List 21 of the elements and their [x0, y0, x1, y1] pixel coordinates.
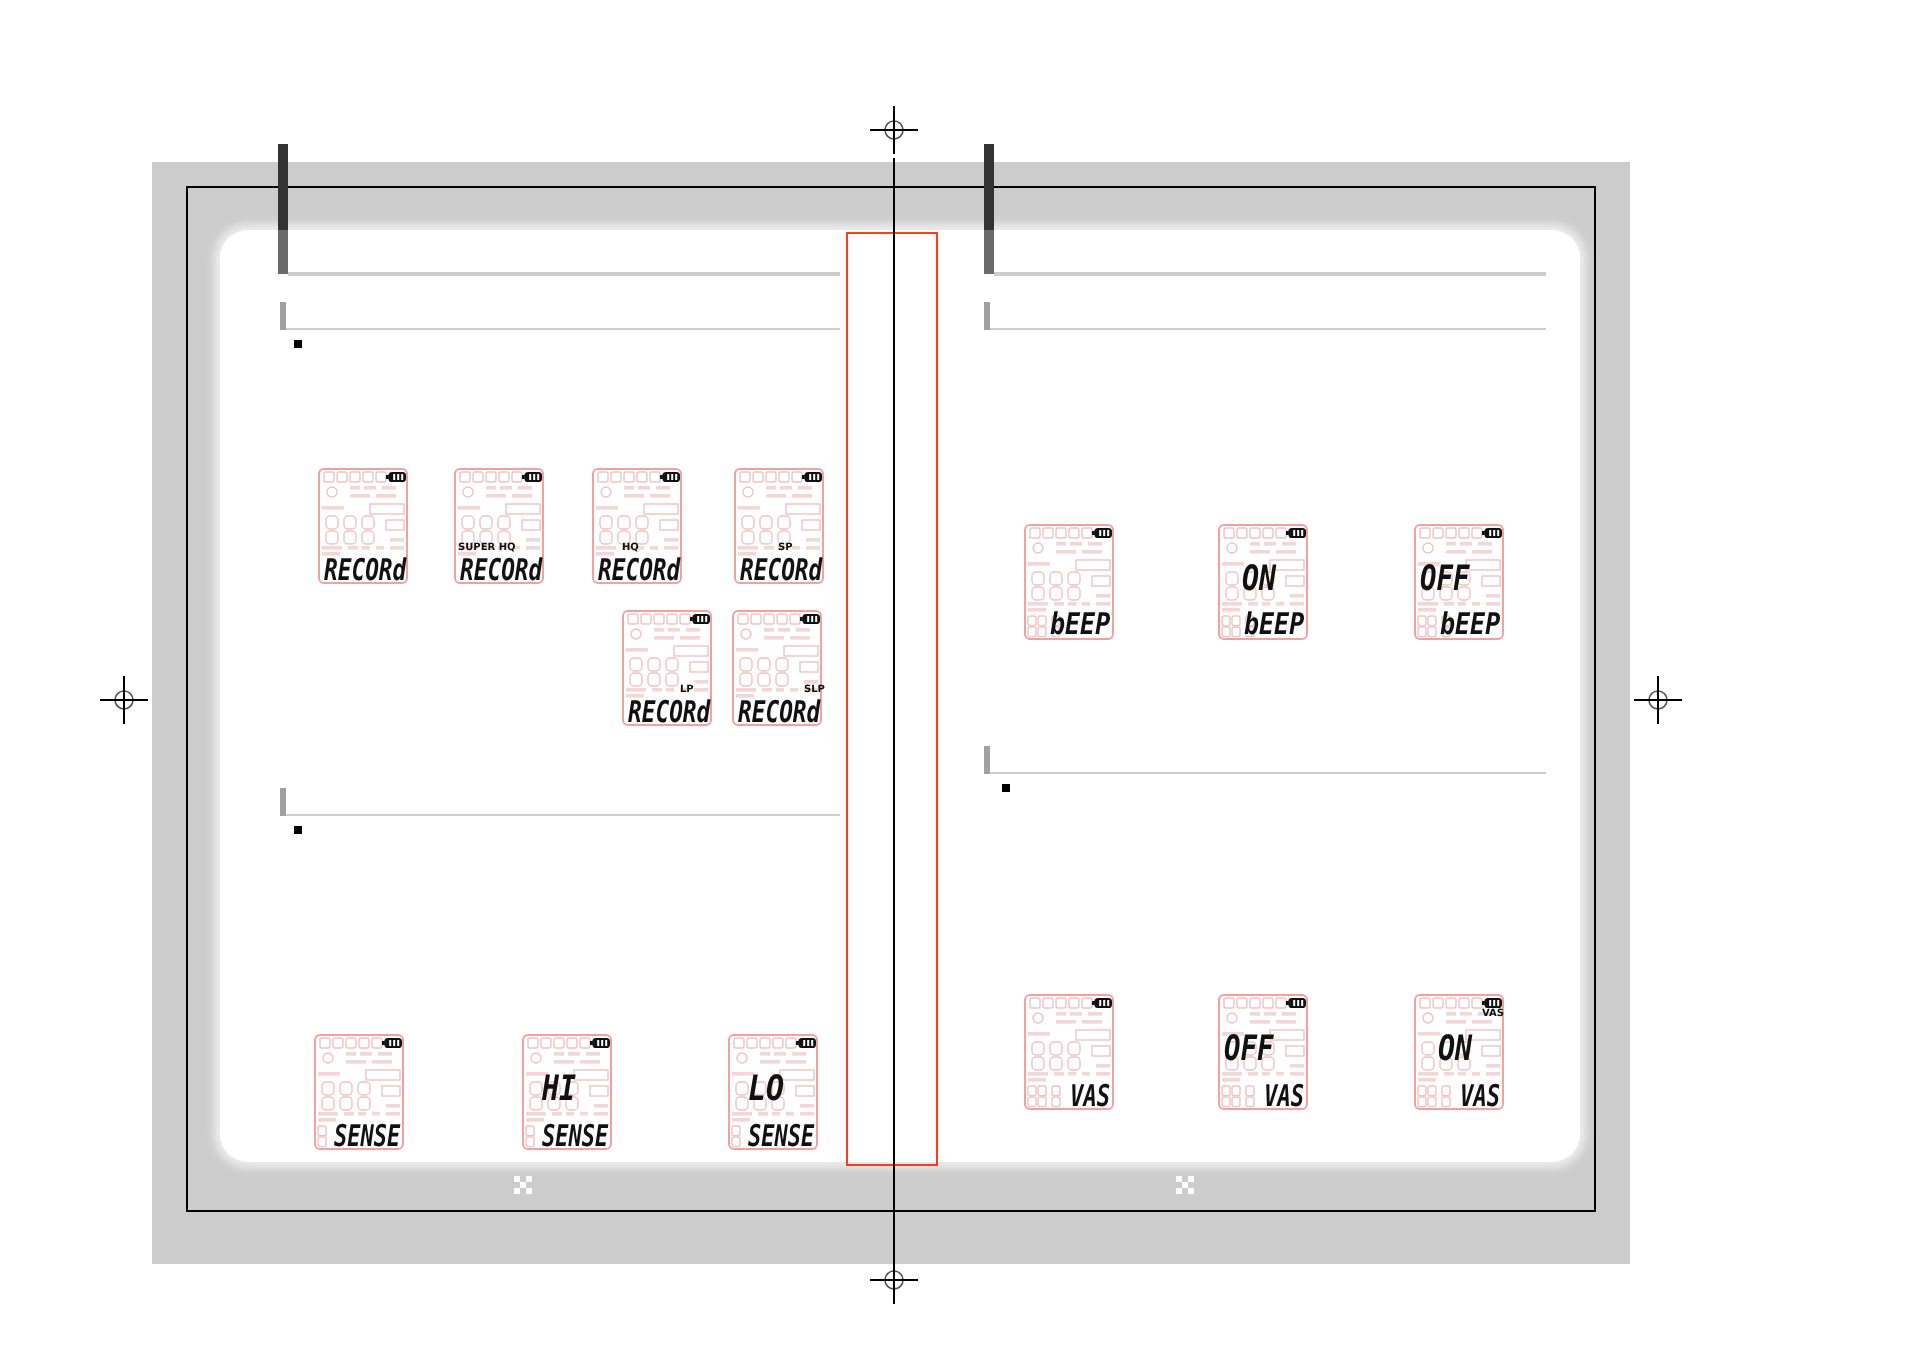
segment-text: RECORd	[740, 558, 823, 582]
segment-text: ON	[1438, 1036, 1473, 1064]
segment-text: SENSE	[542, 1124, 609, 1148]
segment-text: VAS	[1264, 1084, 1305, 1108]
segment-text: RECORd	[738, 700, 821, 724]
segment-text: OFF	[1420, 566, 1470, 594]
segment-text: OFF	[1224, 1036, 1274, 1064]
segment-text: VAS	[1460, 1084, 1501, 1108]
segment-text: bEEP	[1440, 612, 1501, 636]
segment-text: bEEP	[1244, 612, 1305, 636]
segment-text: RECORd	[460, 558, 543, 582]
segment-text: VAS	[1070, 1084, 1111, 1108]
segment-text: LO	[748, 1076, 785, 1104]
segment-text: SENSE	[334, 1124, 401, 1148]
segment-text: SENSE	[748, 1124, 815, 1148]
segment-text: ON	[1242, 566, 1277, 594]
segment-text: HI	[542, 1076, 577, 1104]
segment-text: RECORd	[628, 700, 711, 724]
segment-text: bEEP	[1050, 612, 1111, 636]
segment-text: RECORd	[324, 558, 407, 582]
segment-text: RECORd	[598, 558, 681, 582]
